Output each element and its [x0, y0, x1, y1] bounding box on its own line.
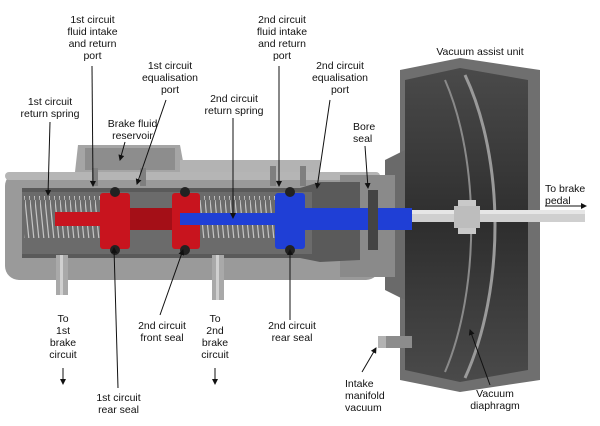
label-vacuum-diaphragm: Vacuum diaphragm [470, 388, 520, 412]
label-vacuum-assist-unit: Vacuum assist unit [436, 46, 524, 58]
bore-seal [368, 190, 378, 250]
label-2nd-circuit-rear-seal: 2nd circuit rear seal [268, 320, 316, 344]
label-1st-circuit-return-spring: 1st circuit return spring [20, 96, 80, 120]
label-1st-circuit-equalisation-port: 1st circuit equalisation port [141, 60, 199, 96]
secondary-piston-blue [180, 187, 412, 255]
label-bore-seal: Bore seal [353, 121, 376, 145]
label-2nd-circuit-front-seal: 2nd circuit front seal [138, 320, 186, 344]
label-2nd-circuit-return-spring: 2nd circuit return spring [204, 93, 264, 117]
label-2nd-circuit-intake-port: 2nd circuit fluid intake and return port [256, 14, 308, 62]
label-1st-circuit-intake-port: 1st circuit fluid intake and return port [67, 14, 118, 62]
label-brake-fluid-reservoir: Brake fluid reservoir [107, 118, 158, 142]
push-rod [400, 200, 585, 234]
label-intake-manifold-vacuum: Intake manifold vacuum [345, 378, 385, 414]
label-to-brake-pedal: To brake pedal [545, 183, 586, 207]
label-to-1st-brake-circuit: To 1st brake circuit [49, 313, 77, 361]
label-1st-circuit-rear-seal: 1st circuit rear seal [96, 392, 141, 416]
brake-fluid-reservoir [75, 145, 320, 186]
intake-manifold-nozzle [378, 336, 412, 348]
outlet-pipes [56, 255, 224, 300]
label-2nd-circuit-equalisation-port: 2nd circuit equalisation port [311, 60, 369, 96]
label-to-2nd-brake-circuit: To 2nd brake circuit [201, 313, 229, 361]
leader-lines [45, 65, 587, 389]
